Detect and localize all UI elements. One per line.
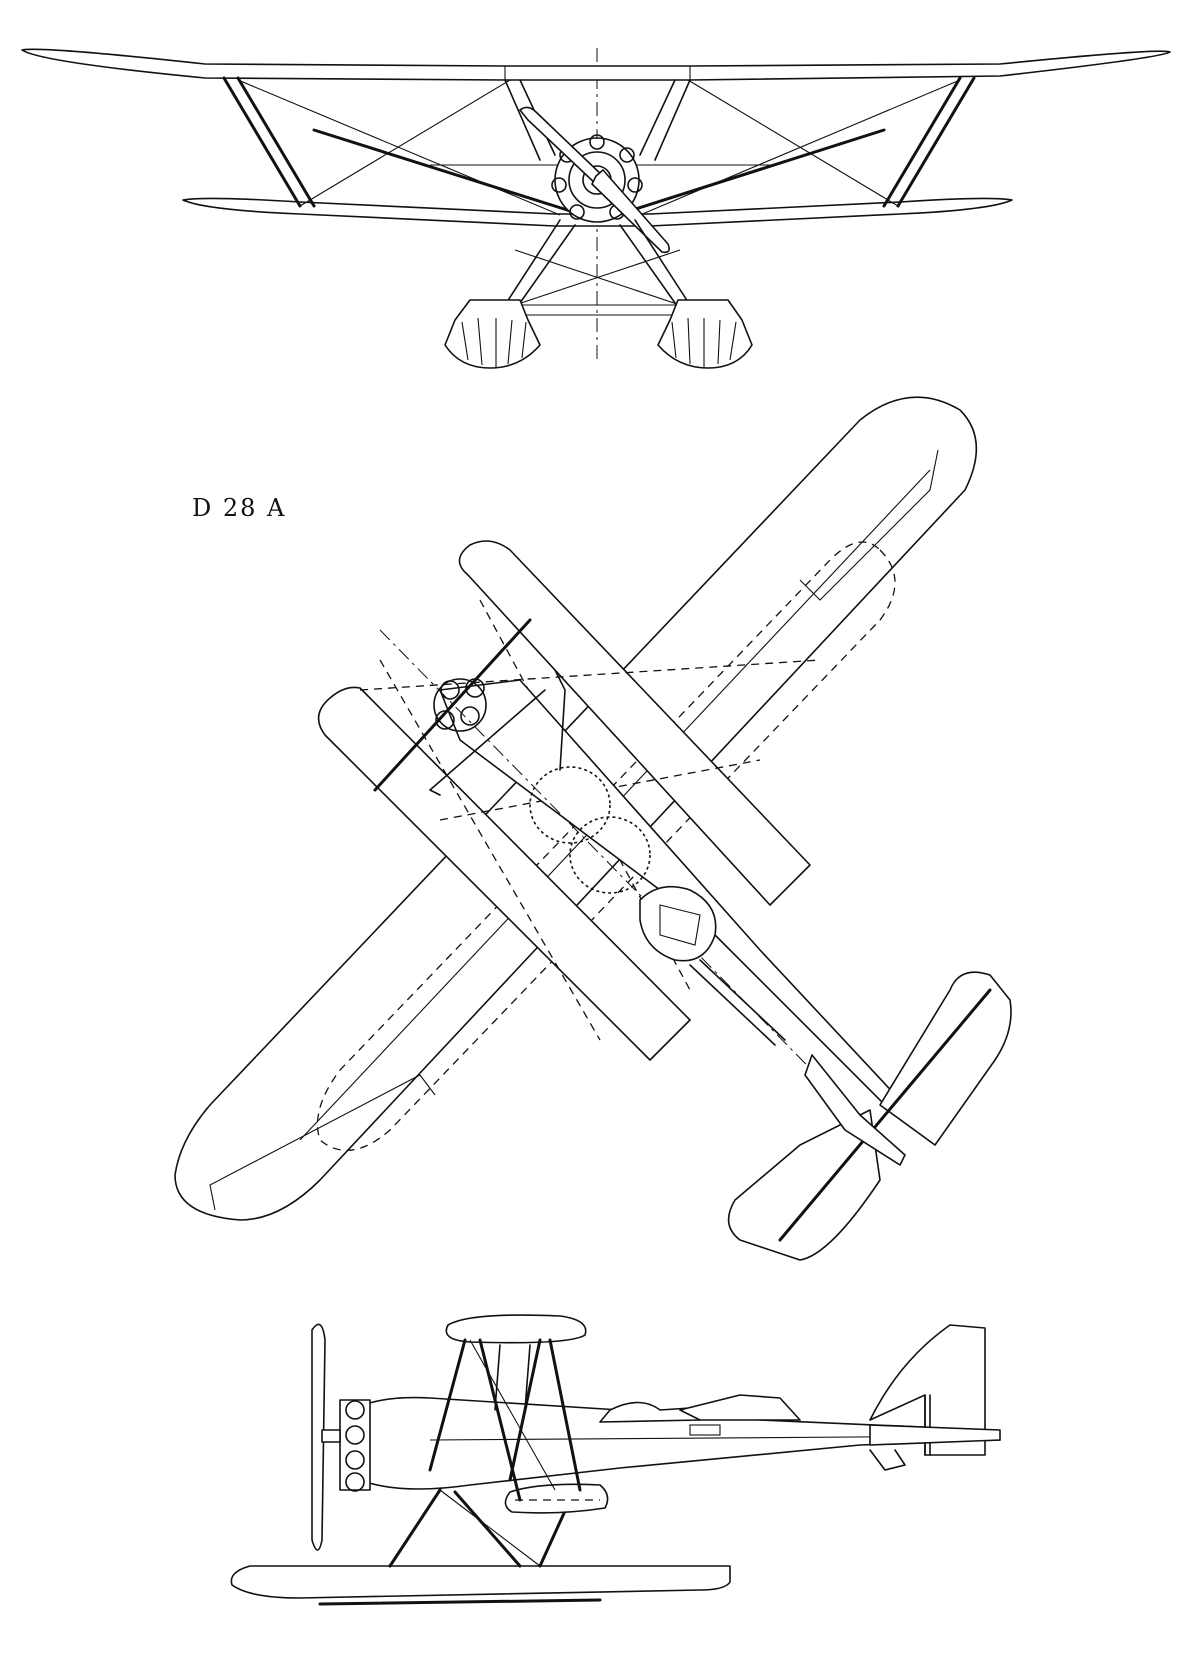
side-view	[230, 1314, 1001, 1606]
plan-elevator-hinge	[778, 988, 992, 1242]
plan-fuel-tank-rear	[569, 816, 651, 894]
side-float-strut-front	[388, 1488, 442, 1568]
side-propeller	[311, 1323, 326, 1551]
plan-stabilizer-right	[879, 971, 1012, 1146]
plan-aileron-left	[209, 1074, 436, 1211]
side-upper-wing	[445, 1314, 587, 1344]
front-right-outer-strut	[896, 76, 976, 208]
side-headrest	[679, 1394, 801, 1421]
plan-lower-wing-right-panel	[458, 540, 811, 906]
side-engine	[339, 1399, 371, 1492]
side-interplane-strut	[428, 1338, 467, 1472]
side-spinner	[321, 1429, 341, 1443]
plan-cabane-struts	[429, 669, 566, 796]
side-float	[230, 1565, 731, 1599]
plan-fuel-tank-front	[529, 766, 611, 844]
plan-rudder	[804, 1054, 906, 1166]
side-cabane-strut	[494, 1344, 501, 1411]
front-float-right	[657, 299, 753, 369]
side-lower-wing	[504, 1483, 609, 1514]
plan-aileron-right	[799, 449, 939, 601]
side-tailplane	[869, 1424, 1001, 1446]
front-float-left	[444, 299, 541, 369]
plan-centerline	[379, 629, 901, 1161]
front-view	[21, 48, 1171, 369]
front-upper-wing	[21, 48, 1171, 81]
plan-lower-wing-left-panel	[317, 686, 691, 1061]
plan-cockpit	[639, 885, 717, 962]
front-bracing-wire	[237, 79, 561, 216]
aircraft-designation-label: D 28 A	[192, 494, 287, 522]
plan-stabilizer-left	[727, 1109, 881, 1261]
front-cabane-strut-right	[654, 79, 691, 161]
side-tail-skid	[869, 1449, 906, 1471]
front-propeller-blade-lower	[591, 169, 670, 254]
front-float-strut	[504, 219, 561, 306]
front-left-outer-strut	[222, 76, 302, 208]
plan-view	[174, 396, 1012, 1261]
front-cabane-strut-left	[504, 79, 541, 161]
plan-propeller	[373, 618, 532, 792]
